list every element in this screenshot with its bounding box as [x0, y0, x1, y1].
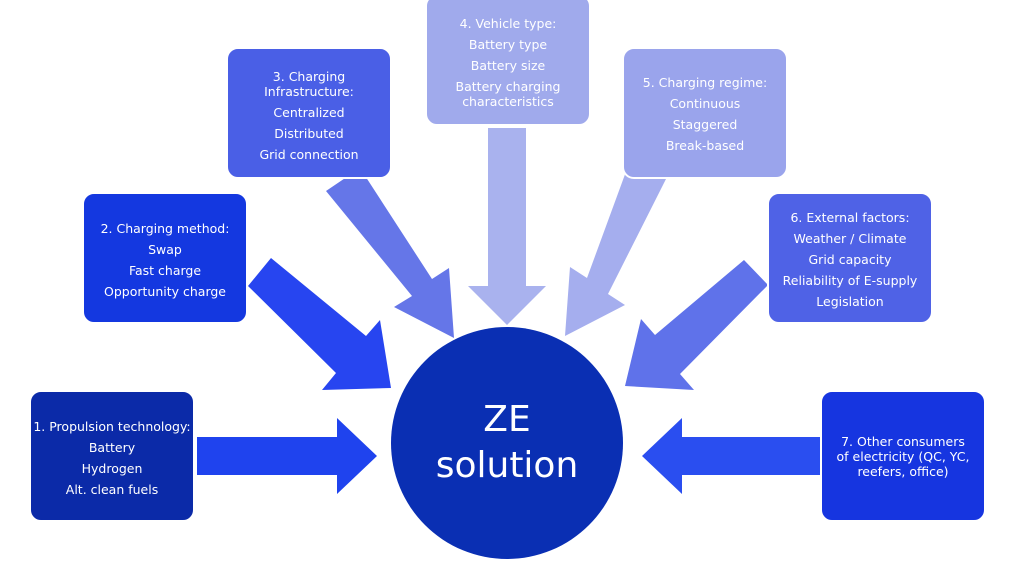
ze-solution-circle: ZE solution — [391, 327, 623, 559]
box-item: Staggered — [672, 117, 738, 132]
arrow-3-icon — [326, 168, 454, 338]
box-external-factors: 6. External factors: Weather / Climate G… — [767, 192, 933, 324]
box-item: Centralized — [273, 105, 345, 120]
box-item: Battery — [88, 440, 136, 455]
box-item: Alt. clean fuels — [65, 482, 159, 497]
box-item: Legislation — [816, 294, 884, 309]
arrow-1-icon — [197, 418, 377, 494]
box-item: Battery charging characteristics — [455, 79, 561, 109]
arrow-5-icon — [565, 158, 666, 336]
center-line-2: solution — [435, 445, 579, 486]
box-charging-method: 2. Charging method: Swap Fast charge Opp… — [82, 192, 248, 324]
box-other-consumers: 7. Other consumers of electricity (QC, Y… — [820, 390, 986, 522]
box-item: Fast charge — [128, 263, 202, 278]
box-title: 1. Propulsion technology: — [33, 419, 191, 434]
box-item: Hydrogen — [81, 461, 143, 476]
arrow-2-icon — [248, 258, 391, 390]
box-title: 4. Vehicle type: — [459, 16, 557, 31]
box-item: Swap — [148, 242, 182, 257]
box-item: Reliability of E-supply — [782, 273, 918, 288]
box-propulsion-technology: 1. Propulsion technology: Battery Hydrog… — [29, 390, 195, 522]
box-item: Battery type — [468, 37, 548, 52]
box-item: Grid capacity — [808, 252, 892, 267]
box-title: 7. Other consumers of electricity (QC, Y… — [836, 433, 970, 479]
box-charging-infrastructure: 3. Charging Infrastructure: Centralized … — [226, 47, 392, 179]
box-item: Battery size — [470, 58, 546, 73]
arrow-6-icon — [625, 260, 768, 390]
box-item: Continuous — [669, 96, 741, 111]
box-item: Grid connection — [259, 147, 359, 162]
box-title: 5. Charging regime: — [642, 75, 768, 90]
box-title: 3. Charging Infrastructure: — [264, 69, 354, 99]
box-item: Distributed — [274, 126, 344, 141]
center-line-1: ZE — [483, 399, 531, 440]
box-charging-regime: 5. Charging regime: Continuous Staggered… — [622, 47, 788, 179]
box-item: Break-based — [665, 138, 745, 153]
box-item: Weather / Climate — [793, 231, 907, 246]
box-item: Opportunity charge — [104, 284, 226, 299]
box-vehicle-type: 4. Vehicle type: Battery type Battery si… — [425, 0, 591, 126]
box-title: 6. External factors: — [790, 210, 910, 225]
arrow-7-icon — [642, 418, 820, 494]
arrow-4-icon — [468, 128, 546, 325]
box-title: 2. Charging method: — [100, 221, 230, 236]
